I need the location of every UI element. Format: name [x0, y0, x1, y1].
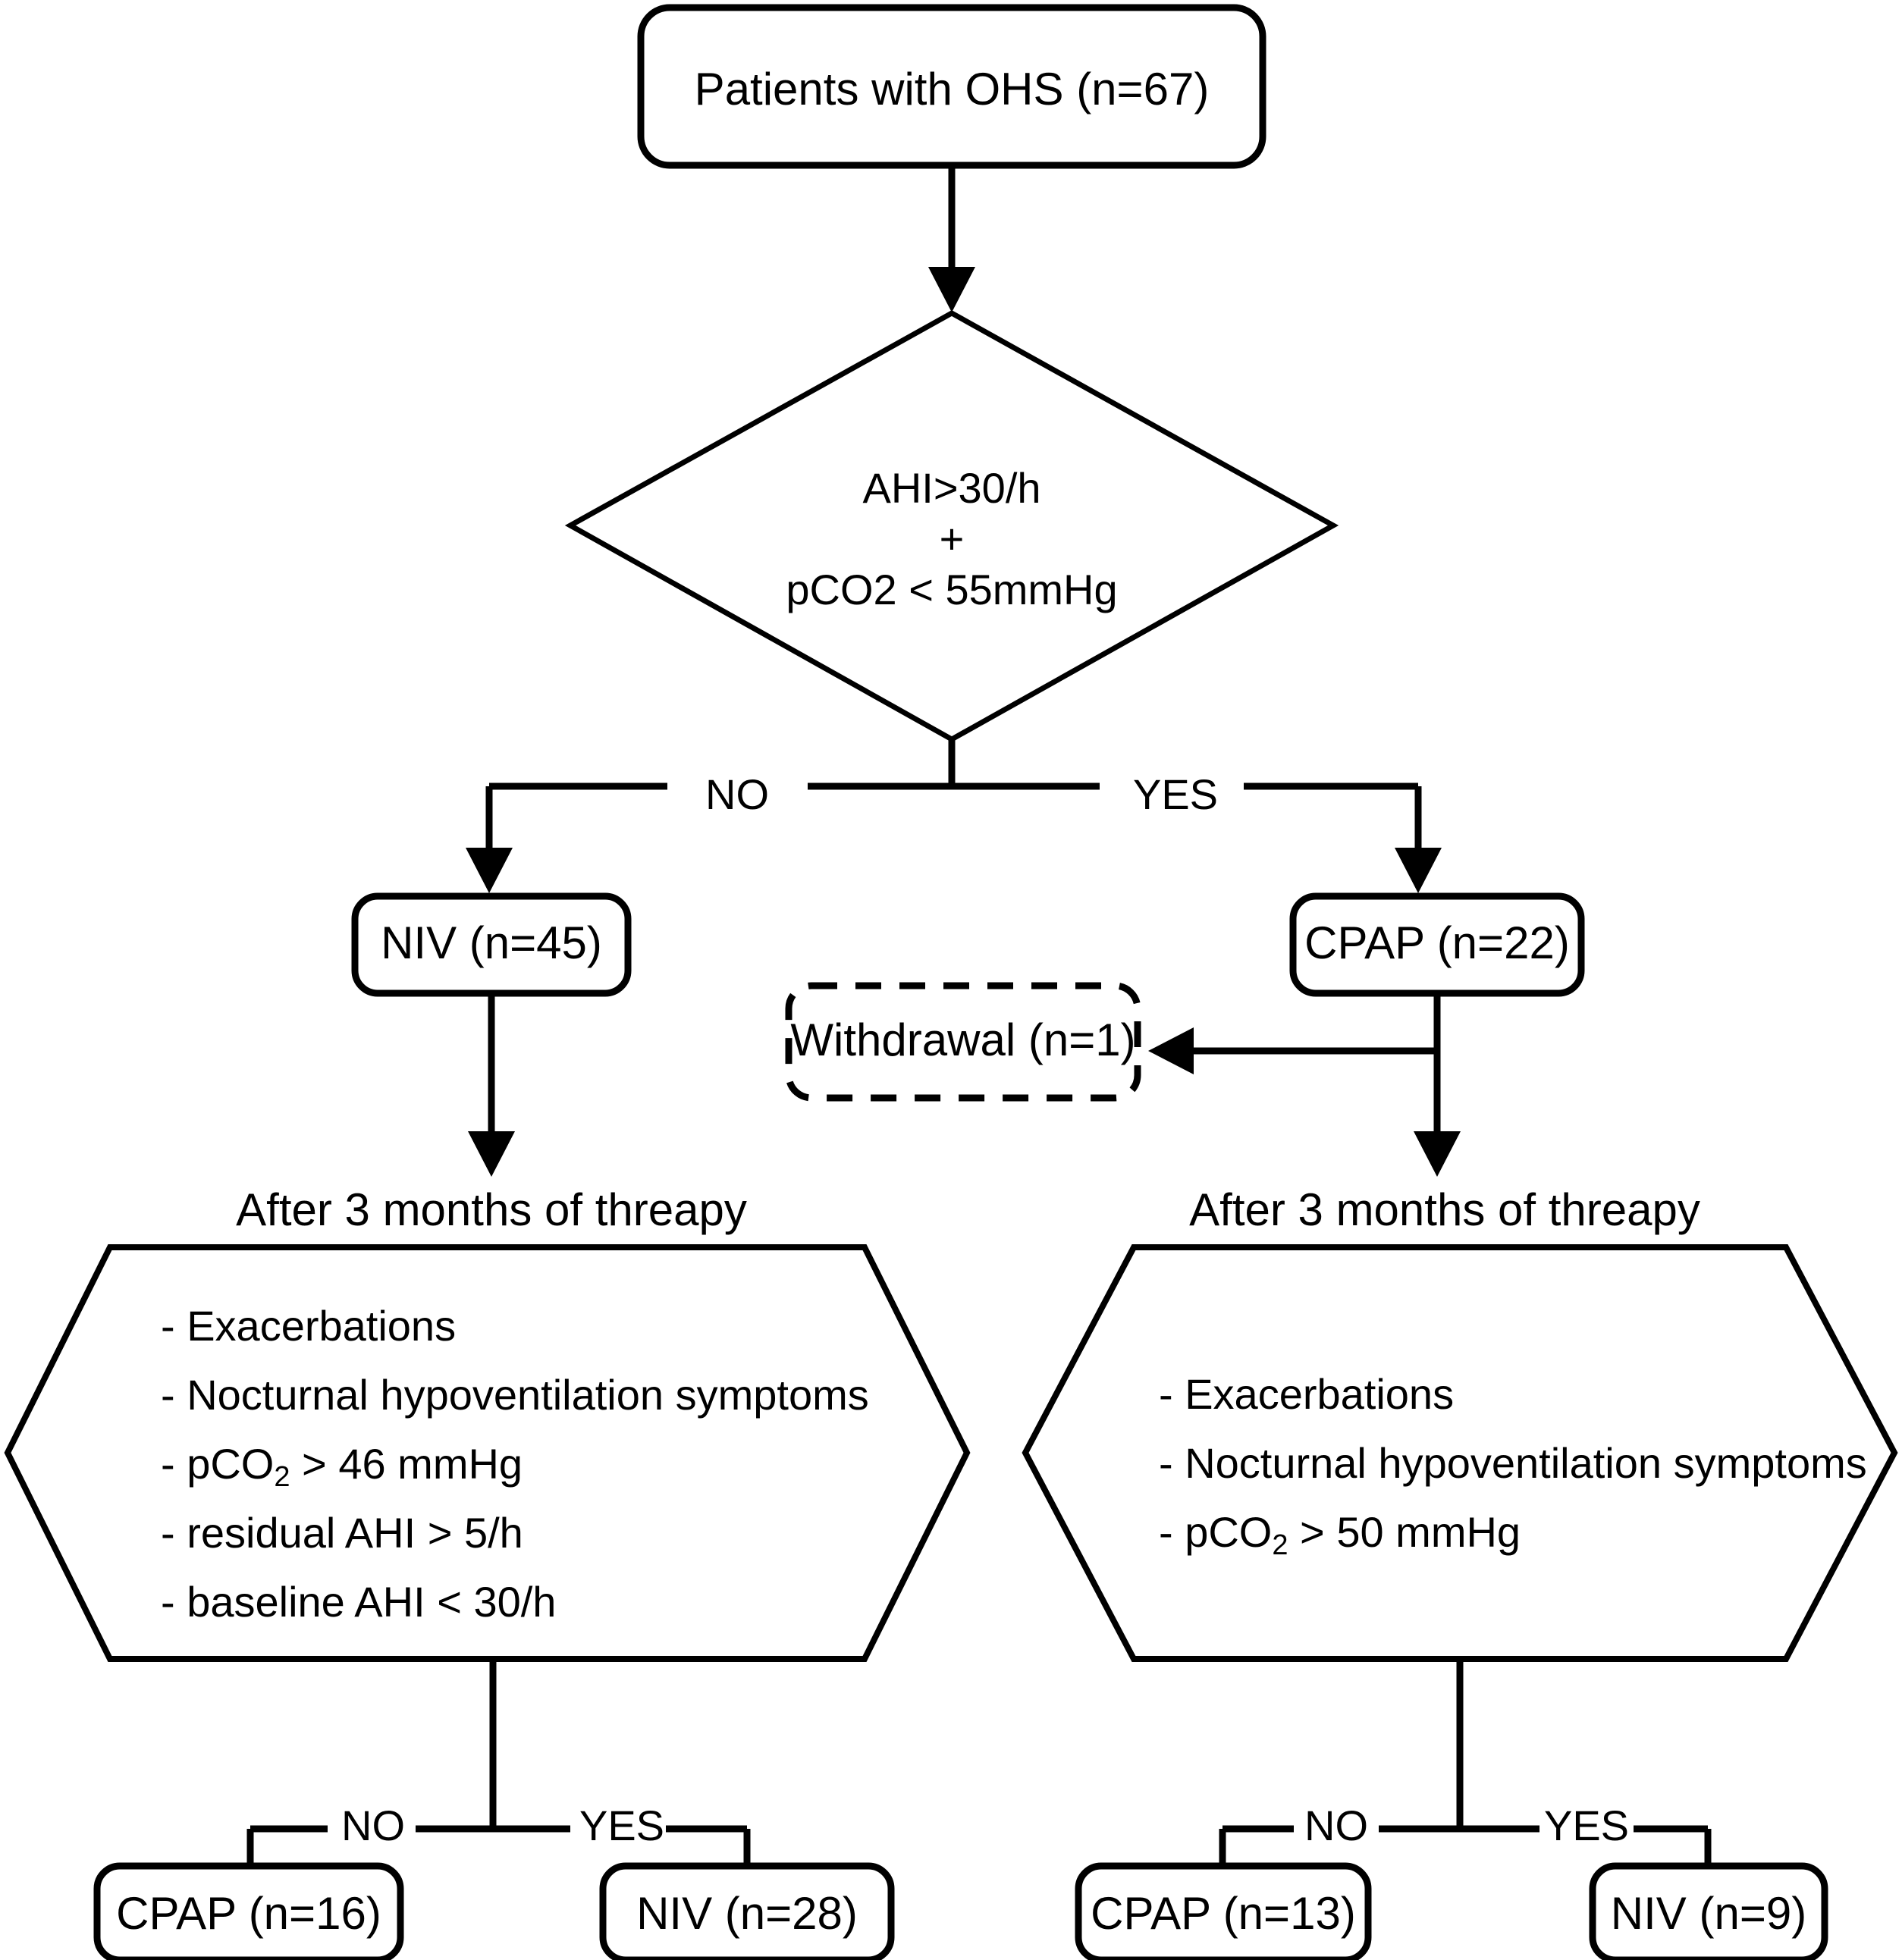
criteria-right-item-2: - pCO2 > 50 mmHg: [1159, 1508, 1521, 1561]
criteria-left-item-4: - baseline AHI < 30/h: [161, 1578, 556, 1626]
niv-left-final-box-shape: [599, 1862, 895, 1960]
decision-line-1: AHI>30/h: [862, 464, 1040, 512]
connector-cpap-to-caption-right: [1414, 1051, 1461, 1177]
connector-decision-branch: [466, 739, 1442, 893]
node-cpap-right-final: CPAP (n=13): [1075, 1862, 1372, 1960]
cpap-right-final-box-shape: [1075, 1862, 1372, 1960]
niv-right-final-label: NIV (n=9): [1611, 1888, 1806, 1939]
node-start: Patients with OHS (n=67): [637, 4, 1266, 169]
caption-after-3-months-left: After 3 months of threapy: [236, 1184, 747, 1235]
connector-start-to-decision: [928, 165, 975, 312]
criteria-right-item-1: - Nocturnal hypoventilation symptoms: [1159, 1439, 1867, 1487]
cpap-left-final-box-shape: [93, 1862, 404, 1960]
node-decision-main: AHI>30/h + pCO2 < 55mmHg: [564, 309, 1339, 743]
caption-after-3-months-right: After 3 months of threapy: [1189, 1184, 1700, 1235]
branch-label-right-yes: YES: [1544, 1802, 1629, 1849]
criteria-left-item-0: - Exacerbations: [161, 1302, 456, 1350]
node-cpap-left-final: CPAP (n=16): [93, 1862, 404, 1960]
cpap-left-final-label: CPAP (n=16): [116, 1888, 381, 1939]
criteria-left-item-1: - Nocturnal hypoventilation symptoms: [161, 1371, 869, 1419]
branch-label-left-yes: YES: [579, 1802, 664, 1849]
withdrawal-label: Withdrawal (n=1): [790, 1014, 1135, 1065]
criteria-right-hexagon-shape: [1022, 1244, 1898, 1662]
node-criteria-right: - Exacerbations - Nocturnal hypoventilat…: [1022, 1244, 1898, 1662]
branch-label-main-no: NO: [705, 770, 769, 818]
start-box-label: Patients with OHS (n=67): [695, 64, 1210, 114]
node-withdrawal: Withdrawal (n=1): [785, 982, 1141, 1102]
criteria-left-item-3: - residual AHI > 5/h: [161, 1509, 523, 1557]
niv-left-final-label: NIV (n=28): [636, 1888, 858, 1939]
decision-line-2: +: [940, 515, 965, 563]
node-niv-left-final: NIV (n=28): [599, 1862, 895, 1960]
decision-line-3: pCO2 < 55mmHg: [786, 566, 1117, 613]
cpap-initial-label: CPAP (n=22): [1304, 917, 1570, 968]
branch-label-left-no: NO: [341, 1802, 405, 1849]
criteria-left-hexagon-shape: [4, 1244, 971, 1662]
connector-cpap-to-withdrawal: [1148, 993, 1441, 1074]
withdrawal-box-shape: [785, 982, 1141, 1102]
node-niv-initial: NIV (n=45): [351, 892, 632, 997]
criteria-right-item-0: - Exacerbations: [1159, 1370, 1454, 1418]
branch-label-right-no: NO: [1304, 1802, 1368, 1849]
criteria-left-item-2: - pCO2 > 46 mmHg: [161, 1440, 523, 1493]
niv-initial-label: NIV (n=45): [381, 917, 602, 968]
niv-right-final-box-shape: [1589, 1862, 1828, 1960]
connector-niv-to-caption-left: [468, 993, 515, 1177]
node-cpap-initial: CPAP (n=22): [1289, 892, 1585, 997]
cpap-right-final-label: CPAP (n=13): [1091, 1888, 1356, 1939]
node-niv-right-final: NIV (n=9): [1589, 1862, 1828, 1960]
branch-label-main-yes: YES: [1133, 770, 1218, 818]
node-criteria-left: - Exacerbations - Nocturnal hypoventilat…: [4, 1244, 971, 1662]
